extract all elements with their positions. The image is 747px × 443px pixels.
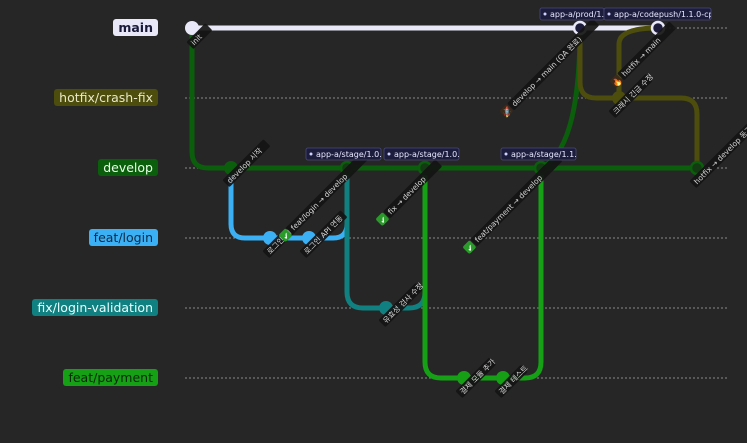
tag-stage-101-text: app-a/stage/1.0.1 — [394, 150, 465, 159]
tag-codepush[interactable]: app-a/codepush/1.1.0-cp.1 — [603, 7, 721, 21]
tag-stage-101[interactable]: app-a/stage/1.0.1 — [383, 147, 465, 161]
branch-line-hotfix — [577, 25, 700, 171]
tag-icon — [607, 12, 611, 16]
branch-line-feat-payment — [422, 165, 544, 381]
branch-label-main: main — [113, 19, 158, 36]
commit-merge-fix-text: fix → develop — [386, 174, 428, 216]
commit-hotfix-develop-text: hotfix → develop 동기화 — [692, 119, 747, 186]
tag-stage-110[interactable]: app-a/stage/1.1.0 — [500, 147, 582, 161]
tag-icon — [543, 12, 547, 16]
commit-release-main-text: develop → main (QA 완료) — [510, 35, 584, 109]
tag-stage-110-text: app-a/stage/1.1.0 — [511, 150, 582, 159]
commit-merge-fix-emoji: ✔ — [378, 215, 389, 226]
branch-label-feat-payment: feat/payment — [63, 369, 158, 386]
tag-icon — [387, 152, 391, 156]
branch-label-fix-login-validation: fix/login-validation — [32, 299, 158, 316]
commit-merge-payment-text: feat/payment → develop — [473, 173, 544, 244]
branch-label-hotfix: hotfix/crash-fix — [54, 89, 158, 106]
tag-icon — [504, 152, 508, 156]
branch-label-feat-login: feat/login — [88, 229, 158, 246]
commit-release-main-label: 🚀develop → main (QA 완료) — [500, 18, 599, 119]
branch-line-develop — [189, 25, 700, 171]
commit-merge-login-emoji: ✔ — [281, 231, 292, 242]
branch-line-hotfix — [616, 25, 661, 101]
tag-prod-text: app-a/prod/1.0.0 — [550, 10, 617, 19]
commit-merge-payment-emoji: ✔ — [465, 243, 476, 254]
tag-stage-100[interactable]: app-a/stage/1.0.0 — [305, 147, 387, 161]
tag-codepush-text: app-a/codepush/1.1.0-cp.1 — [614, 10, 721, 19]
tag-stage-100-text: app-a/stage/1.0.0 — [316, 150, 387, 159]
branch-label-develop: develop — [98, 159, 158, 176]
commit-init-node[interactable] — [185, 21, 199, 35]
tag-icon — [309, 152, 313, 156]
commit-hotfix-main-text: hotfix → main — [620, 36, 663, 79]
